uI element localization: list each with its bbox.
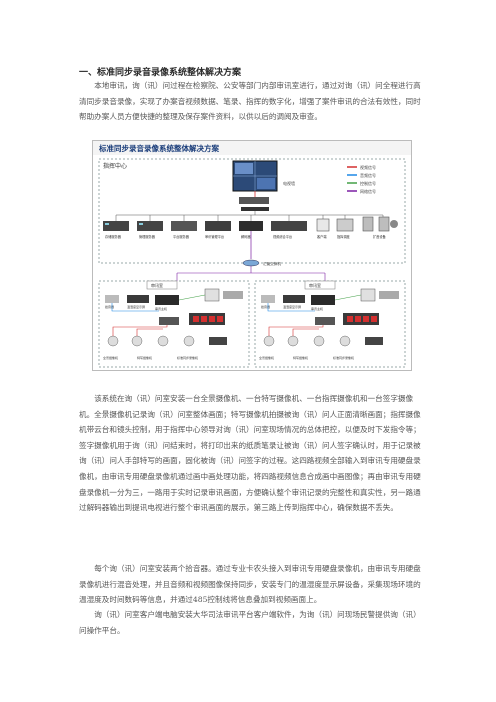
svg-text:审讯主机: 审讯主机 (155, 306, 167, 311)
command-center-box (98, 158, 406, 264)
diagram-title: 标准同步录音录像系统整体解决方案 (98, 143, 219, 153)
paragraph-audio: 每个询（讯）问室安装两个拾音器。通过专业卡农头接入到审讯专用硬盘录像机，由审讯专… (79, 564, 421, 605)
server-labels: 存储服务器 管理服务器 平台服务器 审讯管理平台 解码器 视频综合平台 客户端 … (105, 234, 387, 239)
paragraph-system: 该系统在询（讯）问室安装一台全景摄像机、一台特写摄像机、一台指挥摄像机和一台签字… (79, 394, 421, 513)
server-row (103, 216, 398, 232)
decoder-box (239, 197, 269, 204)
svg-text:温湿度显示屏: 温湿度显示屏 (283, 304, 301, 309)
core-switch-label: 汇聚交换机 (263, 261, 281, 266)
system-diagram: 标准同步录音录像系统整体解决方案 指挥中心 视频信号 音频信号 控制信号 网络信… (92, 140, 412, 371)
tv-wall-label: 电视墙 (283, 180, 295, 186)
room-links (176, 266, 326, 281)
svg-text:全景摄像机: 全景摄像机 (103, 355, 118, 360)
svg-text:特写摄像机: 特写摄像机 (293, 355, 308, 360)
room-b-label: 审讯室 (309, 282, 321, 288)
room-a-label: 审讯室 (151, 282, 163, 288)
temp-display-a (193, 316, 223, 322)
legend-network: 网络信号 (360, 188, 376, 194)
svg-text:标准同步录像机: 标准同步录像机 (333, 355, 354, 360)
svg-text:客户端: 客户端 (317, 234, 327, 239)
tv-wall: 电视墙 (232, 160, 295, 192)
svg-text:扩音设备: 扩音设备 (373, 234, 387, 239)
cameras-a (107, 335, 227, 347)
svg-text:视频综合平台: 视频综合平台 (273, 234, 292, 239)
legend-audio: 音频信号 (360, 172, 376, 178)
cameras-b (263, 335, 383, 347)
svg-text:审讯主机: 审讯主机 (311, 306, 323, 311)
room-signal-lines (111, 294, 362, 336)
paragraph-intro: 本地审讯，询（讯）问过程在检察院、公安等部门内部审讯室进行，通过对询（讯）问全程… (79, 81, 421, 122)
svg-text:平台服务器: 平台服务器 (173, 234, 190, 239)
diagram-title-bar (93, 141, 411, 155)
svg-text:审讯管理平台: 审讯管理平台 (205, 234, 224, 239)
svg-text:解码器: 解码器 (241, 234, 251, 239)
access-switch-top (241, 207, 269, 211)
diagram-legend: 视频信号 音频信号 控制信号 网络信号 (347, 164, 376, 194)
room-a: 审讯室 拾音器 温湿度显示屏 审讯主机 (98, 280, 250, 368)
paragraph-client: 询（讯）问室客户端电脑安装大华司法审讯平台客户端软件，为询（讯）问现场民警提供询… (79, 610, 421, 635)
svg-text:全景摄像机: 全景摄像机 (259, 355, 274, 360)
legend-control: 控制信号 (360, 180, 376, 186)
room-b: 审讯室 拾音器 温湿度显示屏 审讯主机 (254, 280, 406, 368)
svg-text:指挥调度: 指挥调度 (337, 234, 351, 239)
svg-text:特写摄像机: 特写摄像机 (137, 355, 152, 360)
temp-display-b (347, 316, 377, 322)
svg-text:拾音器: 拾音器 (105, 304, 114, 309)
network-bus (115, 211, 384, 221)
svg-text:存储服务器: 存储服务器 (105, 234, 122, 239)
svg-text:拾音器: 拾音器 (261, 304, 270, 309)
legend-video: 视频信号 (360, 164, 376, 170)
svg-text:标准同步录像机: 标准同步录像机 (177, 355, 198, 360)
system-diagram-svg: 标准同步录音录像系统整体解决方案 指挥中心 视频信号 音频信号 控制信号 网络信… (93, 141, 411, 368)
command-center-label: 指挥中心 (103, 162, 127, 170)
section-heading: 一、标准同步录音录像系统整体解决方案 (79, 68, 242, 78)
svg-text:管理服务器: 管理服务器 (139, 234, 156, 239)
svg-text:温湿度显示屏: 温湿度显示屏 (127, 304, 145, 309)
